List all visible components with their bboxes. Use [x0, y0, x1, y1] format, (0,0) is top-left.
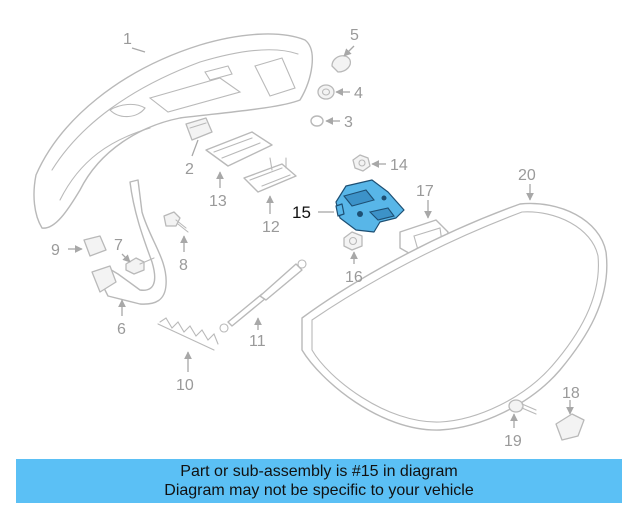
bumper-part-5 [331, 55, 352, 73]
callout-13: 13 [209, 193, 227, 210]
bumper-part-3 [310, 115, 324, 127]
callout-5: 5 [350, 27, 359, 44]
callout-labels: 1 2 3 4 5 6 7 8 9 10 11 12 13 14 15 16 1… [51, 27, 580, 450]
license-lamp-part [243, 157, 297, 193]
callout-1: 1 [123, 31, 132, 48]
callout-18: 18 [562, 385, 580, 402]
callout-16: 16 [345, 269, 363, 286]
weatherstrip-seal-part [301, 202, 608, 431]
leader-lines [68, 45, 574, 428]
callout-6: 6 [117, 321, 126, 338]
callout-19: 19 [504, 433, 522, 450]
callout-11: 11 [249, 333, 266, 350]
nut-part-16 [343, 231, 363, 251]
gas-strut-part-11 [219, 259, 307, 333]
callout-9: 9 [51, 242, 60, 259]
banner-line-part-number: Part or sub-assembly is #15 in diagram [180, 463, 458, 480]
spring-part-10 [157, 317, 219, 351]
callout-7: 7 [114, 237, 123, 254]
trunk-latch-part-highlighted [335, 179, 405, 233]
info-banner: Part or sub-assembly is #15 in diagram D… [16, 459, 622, 503]
clip-part-18 [555, 413, 585, 441]
callout-4: 4 [354, 85, 363, 102]
callout-3: 3 [344, 114, 353, 131]
banner-line-disclaimer: Diagram may not be specific to your vehi… [164, 482, 474, 499]
bumper-block-part-9 [83, 235, 107, 257]
bolt-part-8 [163, 211, 189, 233]
callout-8: 8 [179, 257, 188, 274]
bumper-part-4 [317, 84, 335, 100]
callout-2: 2 [185, 161, 194, 178]
hinge-arm-part [91, 179, 167, 305]
callout-15-highlighted: 15 [292, 203, 311, 222]
handle-bracket-part [205, 131, 273, 167]
callout-12: 12 [262, 219, 280, 236]
bolt-part-7 [125, 257, 155, 275]
trunk-switch-part [185, 117, 213, 141]
trunk-lid-part [33, 33, 313, 229]
parts-diagram: 1 2 3 4 5 6 7 8 9 10 11 12 13 14 15 16 1… [33, 27, 608, 450]
nut-part-14 [352, 154, 371, 172]
callout-10: 10 [176, 377, 194, 394]
callout-20: 20 [518, 167, 536, 184]
callout-17: 17 [416, 183, 434, 200]
callout-14: 14 [390, 157, 408, 174]
bumper-part-19 [508, 399, 537, 415]
